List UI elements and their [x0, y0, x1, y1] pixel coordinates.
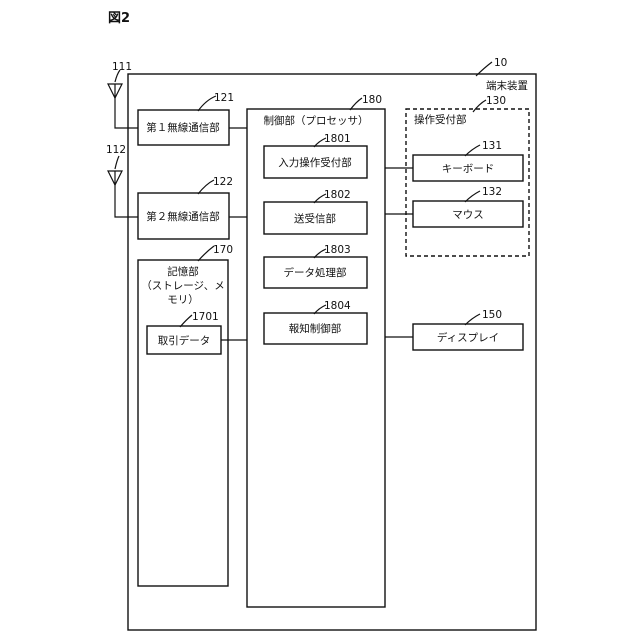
storage-box [138, 260, 228, 586]
module-1801-ref: 1801 [324, 133, 351, 145]
input-unit-label: 操作受付部 [414, 113, 467, 126]
comm2-ref: 122 [213, 176, 233, 188]
controller-label: 制御部（プロセッサ） [264, 114, 369, 127]
terminal-device-name: 端末装置 [486, 79, 528, 92]
keyboard-ref: 131 [482, 140, 502, 152]
keyboard-label: キーボード [442, 163, 495, 175]
storage-leader [198, 246, 214, 261]
storage-label-line1: 記憶部 [167, 265, 199, 278]
module-1802-ref: 1802 [324, 189, 351, 201]
comm1-label: 第１無線通信部 [146, 121, 220, 134]
comm2-label: 第２無線通信部 [146, 210, 220, 223]
trade-data-label: 取引データ [158, 334, 211, 347]
input-unit-ref: 130 [486, 95, 506, 107]
controller-box [247, 109, 385, 607]
module-1802-label: 送受信部 [294, 212, 336, 225]
mouse-label: マウス [452, 209, 484, 221]
module-1801-label: 入力操作受付部 [278, 156, 352, 169]
figure-label: 図2 [108, 11, 130, 26]
trade-data-ref: 1701 [192, 311, 219, 323]
module-1804-ref: 1804 [324, 300, 351, 312]
controller-ref: 180 [362, 94, 382, 106]
storage-ref: 170 [213, 244, 233, 256]
input-unit-dashed-box [406, 109, 529, 256]
antenna-icon-111 [108, 84, 138, 128]
module-1803-label: データ処理部 [284, 266, 347, 279]
input-unit-leader [473, 100, 486, 112]
storage-label-line3: モリ） [167, 294, 199, 306]
comm2-leader [198, 180, 214, 194]
controller-leader [350, 98, 362, 110]
antenna-111-ref: 111 [112, 61, 132, 73]
terminal-device-ref: 10 [494, 57, 507, 69]
mouse-ref: 132 [482, 186, 502, 198]
display-ref: 150 [482, 309, 502, 321]
module-1803-ref: 1803 [324, 244, 351, 256]
antenna-icon-112 [108, 171, 138, 217]
storage-label-line2: （ストレージ、メ [141, 280, 224, 292]
antenna-112-leader [115, 156, 119, 169]
antenna-112-ref: 112 [106, 144, 126, 156]
comm1-ref: 121 [214, 92, 234, 104]
module-1804-label: 報知制御部 [289, 322, 342, 335]
display-label: ディスプレイ [437, 331, 499, 344]
